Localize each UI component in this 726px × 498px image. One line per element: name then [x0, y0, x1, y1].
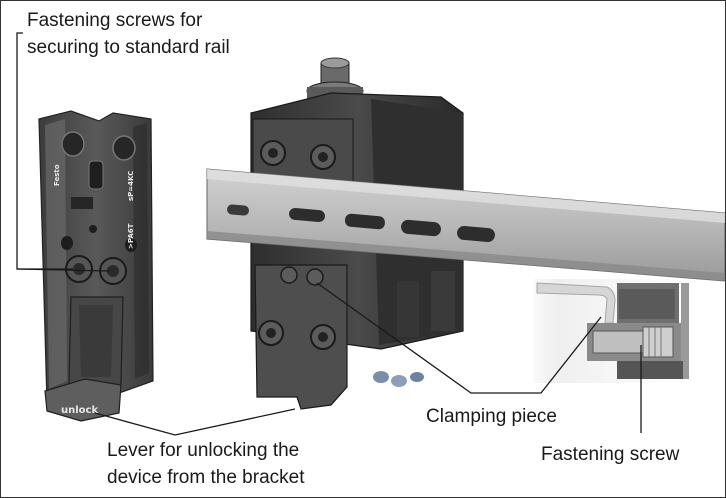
label-fastening-screw: Fastening screw [541, 444, 680, 465]
bracket-part: unlock Festo sP=4KC >PA6T [38, 110, 154, 422]
leader-lines [16, 32, 642, 436]
leader-screws-2 [16, 268, 110, 272]
leader-clamping [316, 282, 602, 394]
leader-lever [94, 408, 296, 436]
label-fastening-screws-line1: Fastening screws for [27, 10, 203, 31]
label-clamping-piece: Clamping piece [426, 406, 557, 427]
label-fastening-screws-line2: securing to standard rail [27, 37, 230, 58]
din-rail [206, 168, 725, 282]
label-lever-line1: Lever for unlocking the [107, 440, 300, 461]
label-lever-line2: device from the bracket [107, 467, 305, 488]
mark-2: >PA6T [127, 223, 135, 249]
unlock-marking: unlock [61, 405, 98, 416]
zoom-detail [533, 279, 689, 383]
logo-marking: Festo [53, 164, 61, 186]
mark-1: sP=4KC [127, 171, 135, 201]
